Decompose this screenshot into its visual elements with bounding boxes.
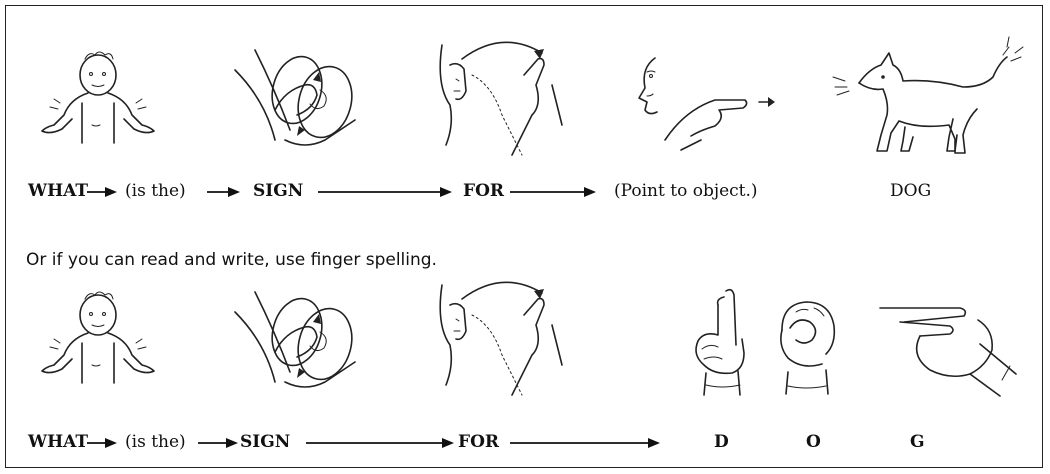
row1-point-label: (Point to object.) [614, 181, 758, 201]
sign-hand-circles-illustration-2 [225, 272, 375, 407]
fingerspell-o-illustration [770, 290, 845, 400]
fingerspell-g-label: G [910, 432, 925, 452]
child-shrug-illustration-2 [30, 285, 165, 395]
child-shrug-illustration [30, 45, 165, 155]
row2-arrow-3 [306, 438, 454, 448]
row1-arrow-2 [207, 187, 240, 197]
fingerspell-g-illustration [870, 300, 1030, 400]
row2-what-label: WHAT [28, 432, 88, 452]
row2-sign-label: SIGN [240, 432, 290, 452]
row1-arrow-4 [510, 187, 596, 197]
row1-arrow-1 [87, 187, 117, 197]
row2-arrow-1 [87, 438, 117, 448]
row1-sign-label: SIGN [253, 181, 303, 201]
finger-spelling-note: Or if you can read and write, use finger… [26, 250, 437, 270]
row1-what-label: WHAT [28, 181, 88, 201]
dog-illustration [825, 35, 1035, 160]
fingerspell-d-illustration [688, 285, 758, 400]
row1-is-the-label: (is the) [125, 181, 186, 201]
fingerspell-d-label: D [714, 432, 729, 452]
row1-arrow-3 [318, 187, 452, 197]
for-gesture-illustration-2 [432, 275, 577, 400]
row2-arrow-2 [198, 438, 238, 448]
row1-dog-label: DOG [890, 181, 931, 201]
for-gesture-illustration [432, 35, 577, 160]
row2-for-label: FOR [458, 432, 499, 452]
row1-for-label: FOR [463, 181, 504, 201]
fingerspell-o-label: O [806, 432, 821, 452]
row2-is-the-label: (is the) [125, 432, 186, 452]
point-to-object-illustration [625, 50, 785, 155]
sign-hand-circles-illustration [225, 30, 375, 165]
row2-arrow-4 [510, 438, 660, 448]
